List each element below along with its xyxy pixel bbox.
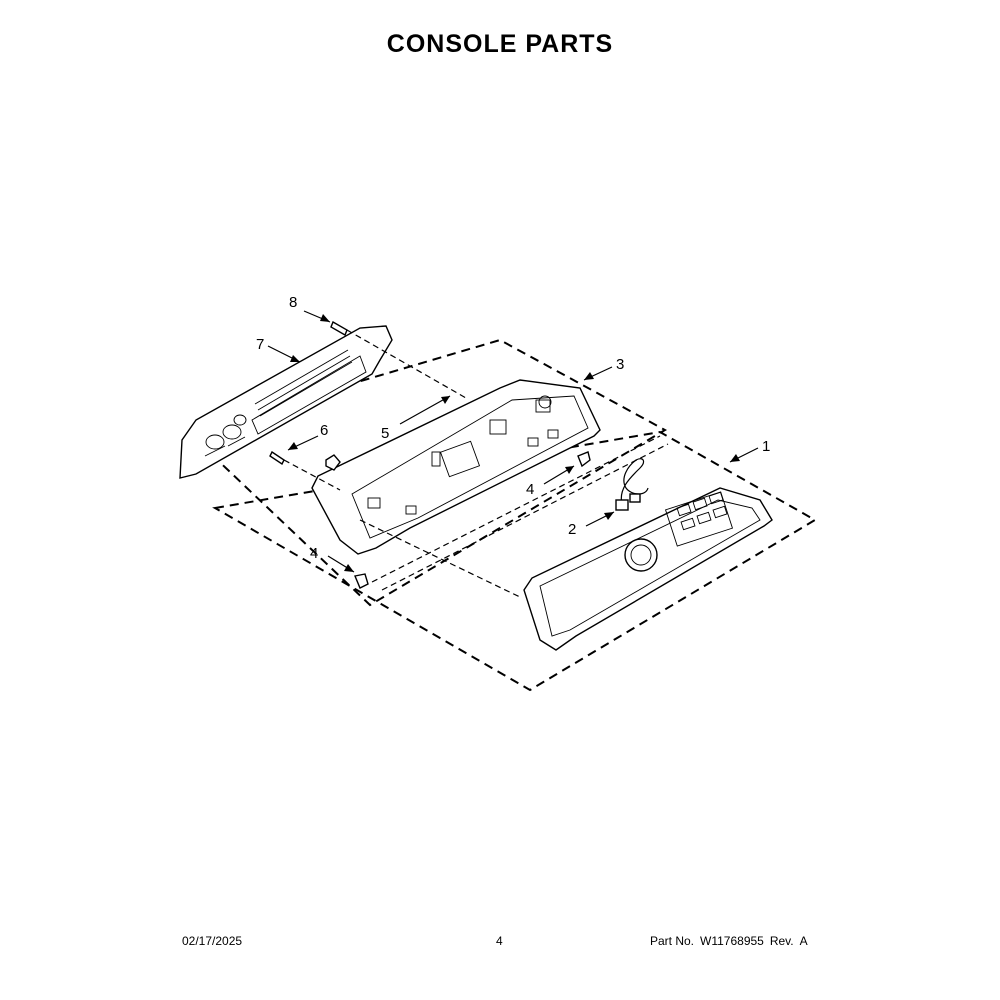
callout-2: 2 [568,521,576,538]
assembly-line-clip-4 [371,435,661,583]
callout-4-lower: 4 [310,545,318,562]
leader-lines [267,310,759,573]
wire-harness-part-2 [615,458,649,511]
callout-3: 3 [616,356,624,373]
callout-5: 5 [381,425,389,442]
screw-part-6 [269,450,285,466]
footer-date: 02/17/2025 [182,934,243,948]
callout-8: 8 [289,294,297,311]
console-housing-part-3 [311,379,601,555]
screw-part-8 [330,320,348,337]
revision-value: A [799,934,808,948]
assembly-line-screw-6 [283,459,341,491]
clip-part-5 [325,454,341,471]
callout-4-upper: 4 [526,481,534,498]
assembly-line-screw-8 [346,329,467,399]
page-title: CONSOLE PARTS [386,30,614,58]
part-number-value: W11768955 [700,934,764,948]
callout-1: 1 [762,438,770,455]
clip-part-4-lower [354,573,369,589]
assembly-line-clip-4b [381,443,669,591]
callout-7: 7 [256,336,264,353]
assembly-boundary-3 [186,338,668,607]
part-number-label: Part No. [650,934,695,948]
footer-page-number: 4 [496,934,503,948]
footer-part-info: Part No. W11768955 Rev. A [650,934,814,948]
clip-part-4-upper [577,451,591,468]
revision-label: Rev. [769,934,794,948]
console-panel-part-1 [523,487,773,651]
callout-6: 6 [320,422,328,439]
rear-trim-part-7 [179,325,393,479]
